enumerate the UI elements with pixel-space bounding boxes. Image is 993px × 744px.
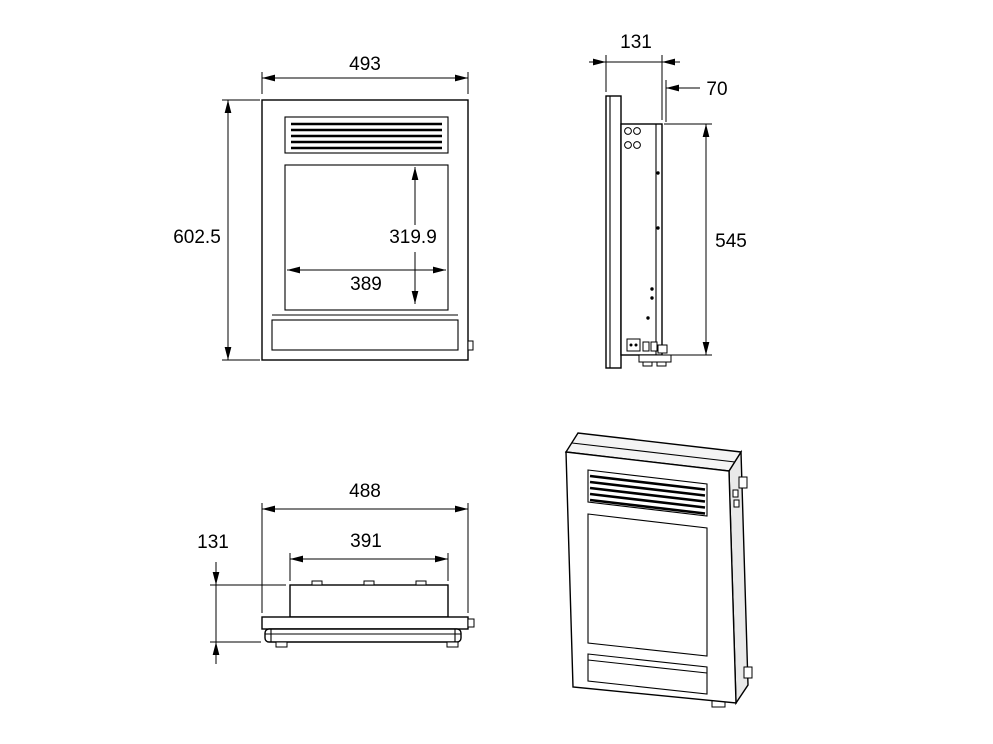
plan-front-strip (264, 628, 462, 643)
iso-clip-mark (733, 499, 740, 508)
base-bracket (638, 354, 672, 363)
dim-opening-width: 389 (287, 266, 446, 295)
side-body (620, 123, 663, 356)
detail-mark (642, 341, 650, 352)
plan-tab (311, 580, 323, 586)
screw-hole (656, 171, 660, 175)
dim-side-offset: 70 (665, 79, 728, 122)
control-knob (624, 141, 632, 149)
iso-view (564, 432, 753, 708)
control-knob (633, 127, 641, 135)
dim-label-side-offset: 70 (706, 79, 727, 100)
iso-opening (587, 513, 708, 657)
front-frame (261, 99, 469, 361)
iso-clip-mark (732, 489, 739, 498)
dim-label-opening-height: 319.9 (389, 227, 437, 248)
plan-side-clip (467, 618, 475, 628)
plan-foot (446, 641, 459, 648)
side-view: 131 70 545 (589, 32, 747, 369)
terminal-dot (634, 343, 638, 347)
screw-hole (650, 296, 654, 300)
plan-foot (275, 641, 288, 648)
foot (656, 361, 667, 367)
front-grille-frame (284, 116, 449, 154)
screw-hole (656, 226, 660, 230)
dim-plan-width: 488 (261, 481, 469, 613)
detail-mark (657, 344, 668, 354)
dim-label-plan-depth: 131 (197, 532, 229, 553)
plan-view: 488 391 131 (197, 481, 475, 664)
dim-side-body-height: 545 (664, 123, 747, 356)
dim-opening-height: 319.9 (389, 167, 437, 304)
dim-label-plan-body-width: 391 (350, 531, 382, 552)
plan-tab (415, 580, 427, 586)
dim-plan-body-width: 391 (289, 531, 449, 581)
foot (642, 361, 653, 367)
dim-label-front-width: 493 (349, 54, 381, 75)
screw-hole (650, 287, 654, 291)
terminal-block (626, 338, 641, 352)
grille-louver (589, 486, 706, 503)
dim-label-side-depth: 131 (620, 32, 652, 53)
grille-louver (589, 492, 706, 509)
plan-frame-plate (261, 616, 469, 630)
dim-side-depth: 131 (589, 32, 680, 120)
iso-clip-bottom (743, 666, 753, 679)
iso-clip-top (738, 476, 748, 489)
dim-label-plan-width: 488 (349, 481, 381, 502)
dim-front-height: 602.5 (173, 99, 260, 361)
front-view: 493 602.5 319.9 389 (173, 54, 474, 361)
iso-grille (587, 469, 708, 517)
terminal-dot (629, 343, 633, 347)
dim-front-width: 493 (261, 54, 469, 94)
plan-body (289, 584, 449, 618)
front-opening (284, 164, 449, 311)
front-plinth (271, 319, 459, 351)
grille-louver (589, 498, 706, 515)
dim-label-side-body-height: 545 (715, 231, 747, 252)
grille-louver (589, 480, 706, 497)
side-frame (605, 95, 622, 369)
plan-tab (363, 580, 375, 586)
dim-label-front-height: 602.5 (173, 227, 221, 248)
detail-mark (650, 341, 658, 352)
dim-label-opening-width: 389 (350, 274, 382, 295)
dim-plan-depth: 131 (197, 532, 286, 664)
iso-plinth (587, 653, 708, 695)
iso-top-edge-line (571, 442, 736, 463)
front-side-clip (467, 340, 474, 351)
control-knob (633, 141, 641, 149)
screw-hole (646, 316, 650, 320)
iso-plinth-line (587, 659, 708, 674)
grille-louver (589, 474, 706, 491)
control-knob (624, 127, 632, 135)
